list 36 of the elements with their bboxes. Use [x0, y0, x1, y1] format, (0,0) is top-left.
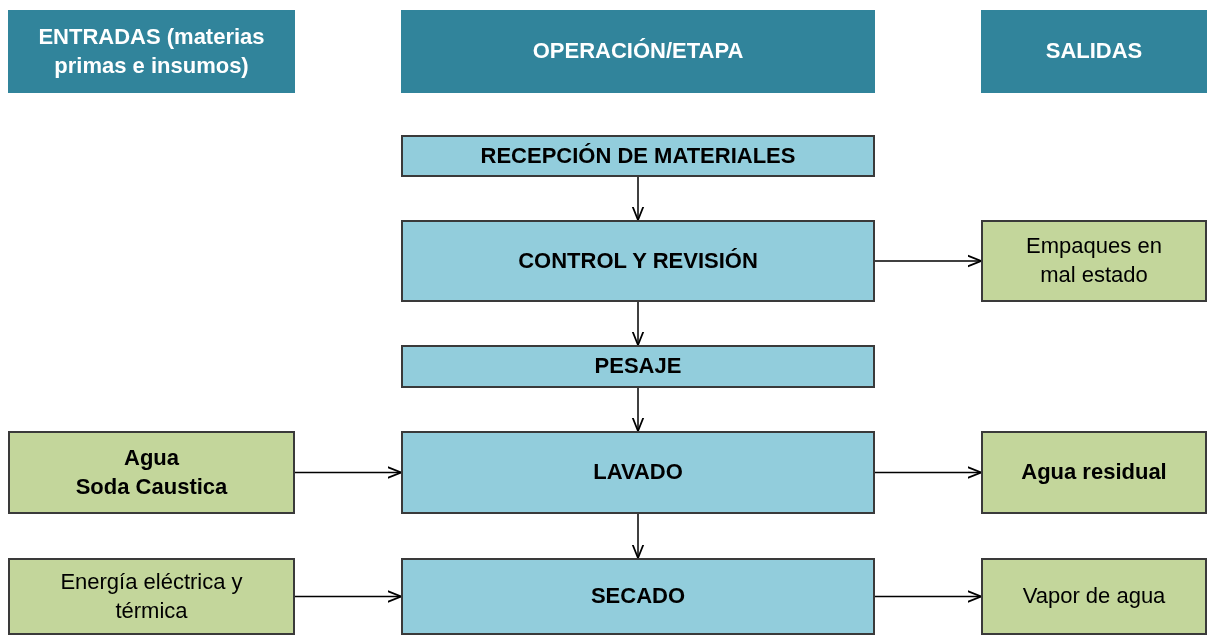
process-box	[401, 345, 875, 388]
node-label: Agua	[124, 443, 179, 472]
arrow	[294, 590, 402, 603]
output-box	[981, 431, 1207, 514]
process-box	[401, 558, 875, 635]
node-label: Empaques en mal estado	[1025, 232, 1163, 289]
column-header	[8, 10, 295, 93]
input-box	[8, 558, 295, 635]
node-label: ENTRADAS (materias primas e insumos)	[37, 22, 266, 80]
node-label: CONTROL Y REVISIÓN	[518, 246, 758, 275]
node-label: SALIDAS	[1045, 37, 1143, 66]
node-label: Energía eléctrica y térmica	[59, 567, 244, 625]
node-label: PESAJE	[594, 352, 682, 381]
column-header	[401, 10, 875, 93]
arrow	[874, 590, 982, 603]
node-label: SECADO	[590, 582, 686, 611]
input-box	[8, 431, 295, 514]
node-label: OPERACIÓN/ETAPA	[532, 37, 744, 66]
output-box	[981, 220, 1207, 302]
arrow	[631, 301, 645, 346]
node-label: LAVADO	[593, 458, 683, 487]
node-label: RECEPCIÓN DE MATERIALES	[480, 141, 796, 170]
arrow	[631, 176, 645, 221]
arrow	[874, 466, 982, 479]
node-label: Soda Caustica	[75, 472, 228, 501]
arrow	[631, 387, 645, 432]
process-box	[401, 220, 875, 302]
arrow	[294, 466, 402, 479]
arrow	[874, 254, 982, 268]
output-box	[981, 558, 1207, 635]
node-label: Vapor de agua	[1022, 582, 1166, 611]
process-box	[401, 431, 875, 514]
arrow	[631, 513, 645, 559]
process-box	[401, 135, 875, 177]
node-label: Agua residual	[1021, 458, 1167, 487]
column-header	[981, 10, 1207, 93]
